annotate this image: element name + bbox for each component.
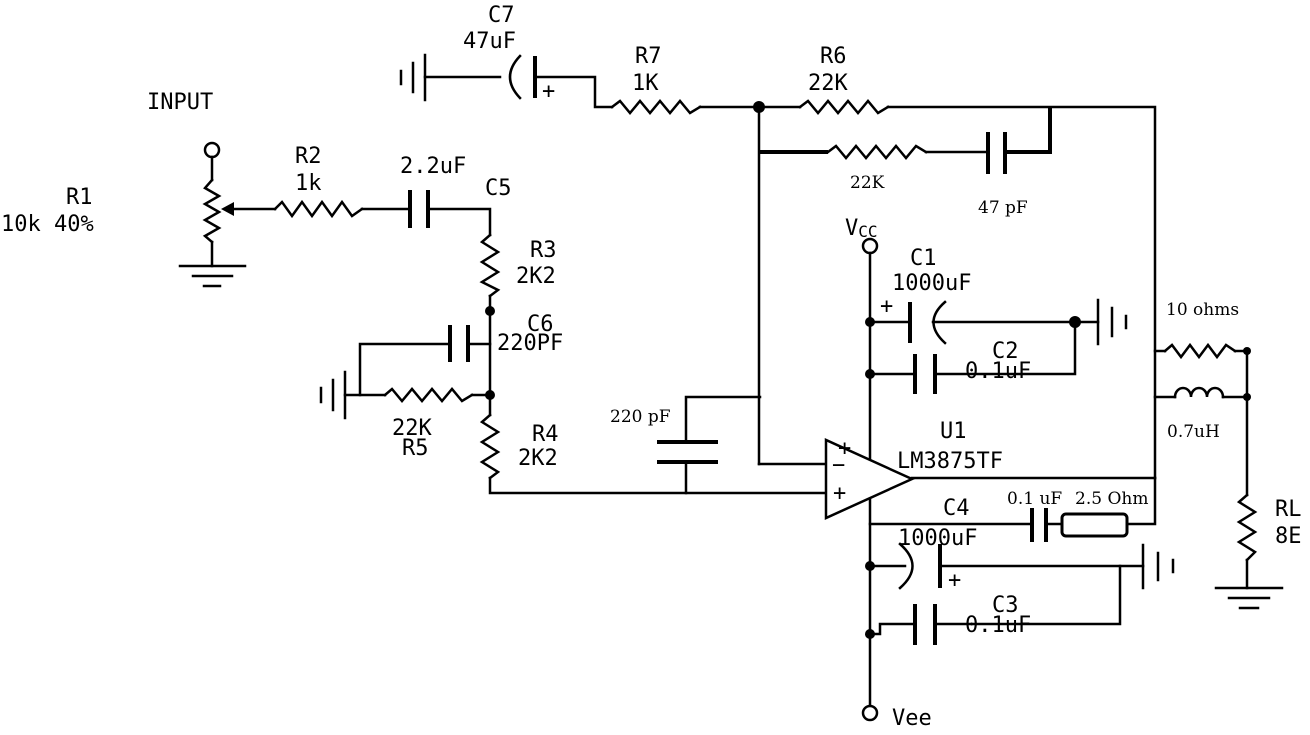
c220pf-value-label: 220 pF <box>610 407 671 427</box>
r5-name-label: R5 <box>402 436 429 461</box>
opamp-plus-sign: + <box>838 436 851 461</box>
r1-potentiometer <box>202 178 222 244</box>
c1-plus-sign: + <box>880 294 893 319</box>
vcc-label: VCC <box>845 216 878 241</box>
l-07uh-label: 0.7uH <box>1167 422 1220 442</box>
vcc-terminal <box>861 237 879 255</box>
c7-name-label: C7 <box>488 3 515 28</box>
c6-name-label: C6 <box>527 312 554 337</box>
rl-value-label: 8E <box>1275 524 1302 549</box>
c2-name-label: C2 <box>992 339 1019 364</box>
u1-name-label: U1 <box>940 419 967 444</box>
r2-name-label: R2 <box>295 144 322 169</box>
junction-dot <box>485 306 495 316</box>
ground-symbol-r1 <box>178 264 247 288</box>
c1-value-label: 1000uF <box>892 271 971 296</box>
ground-symbol-rl <box>1214 586 1284 610</box>
r1-value-label: 10k 40% <box>1 212 94 237</box>
rl-load-resistor <box>1236 493 1258 562</box>
r3-name-label: R3 <box>530 238 557 263</box>
c5-name-label: C5 <box>485 176 512 201</box>
wire <box>358 342 452 397</box>
c1-name-label: C1 <box>910 246 937 271</box>
ground-symbol-c7 <box>399 53 427 102</box>
vcc-subscript: CC <box>858 222 877 241</box>
c4-name-label: C4 <box>943 496 970 521</box>
c4-value-label: 1000uF <box>898 526 977 551</box>
wire <box>426 207 492 237</box>
c7-capacitor-curved-plate <box>508 54 522 100</box>
c5-value-label: 2.2uF <box>400 154 466 179</box>
r-10ohms-resistor <box>1163 342 1237 360</box>
u1-opamp-triangle <box>824 438 916 520</box>
vee-label: Vee <box>892 706 932 731</box>
vee-terminal <box>861 704 879 722</box>
wire <box>933 320 1077 376</box>
input-terminal <box>203 141 221 159</box>
c3-name-label: C3 <box>992 593 1019 618</box>
noninverting-input-wire <box>488 476 828 495</box>
wire <box>1005 107 1052 154</box>
r4-resistor <box>479 413 501 480</box>
wire <box>533 75 614 109</box>
wire <box>684 395 762 444</box>
wire <box>1125 476 1157 526</box>
opamp-noninv-plus-sign: + <box>833 481 846 506</box>
r6-value-label: 22K <box>808 71 848 96</box>
r2-resistor <box>273 199 364 219</box>
r2-value-label: 1k <box>295 171 322 196</box>
r4-name-label: R4 <box>532 422 559 447</box>
rl-name-label: RL <box>1275 497 1302 522</box>
r6-name-label: R6 <box>820 44 847 69</box>
zobel-resistor <box>1060 512 1129 538</box>
c4-capacitor-curved-plate <box>898 542 914 590</box>
wire <box>933 564 1122 626</box>
input-label: INPUT <box>147 90 213 115</box>
c7-value-label: 47uF <box>463 29 516 54</box>
r-22k-compensation-label: 22K <box>850 173 885 193</box>
r7-name-label: R7 <box>635 44 662 69</box>
r7-value-label: 1K <box>632 71 659 96</box>
output-feedback-wire <box>886 105 1157 480</box>
ground-symbol-r5 <box>319 370 347 420</box>
r6-resistor <box>798 99 890 115</box>
zobel-resistor-label: 2.5 Ohm <box>1075 489 1148 509</box>
l-07uh-inductor <box>1173 386 1225 399</box>
ground-symbol-c4 <box>1141 543 1175 590</box>
r4-value-label: 2K2 <box>518 446 558 471</box>
c2-value-label: 0.1uF <box>965 359 1031 384</box>
r1-name-label: R1 <box>66 185 93 210</box>
c7-plus-sign: + <box>542 79 555 104</box>
r-10ohms-label: 10 ohms <box>1166 300 1239 320</box>
c47pf-value-label: 47 pF <box>978 198 1028 218</box>
r3-resistor <box>479 233 501 298</box>
opamp-minus-sign: − <box>832 453 845 478</box>
zobel-capacitor-label: 0.1 uF <box>1007 489 1062 509</box>
wire <box>868 622 917 636</box>
u1-part-label: LM3875TF <box>897 449 1003 474</box>
ground-symbol-c1 <box>1096 298 1128 346</box>
r7-resistor <box>610 99 702 115</box>
r-22k-compensation-resistor <box>826 144 928 160</box>
c6-value-label: 220PF <box>497 331 563 356</box>
r3-value-label: 2K2 <box>516 264 556 289</box>
r5-resistor <box>383 387 474 403</box>
c3-value-label: 0.1uF <box>965 613 1031 638</box>
c4-plus-sign: + <box>948 568 961 593</box>
r5-value-label: 22K <box>392 416 432 441</box>
wiper-arrow-icon <box>221 202 234 216</box>
